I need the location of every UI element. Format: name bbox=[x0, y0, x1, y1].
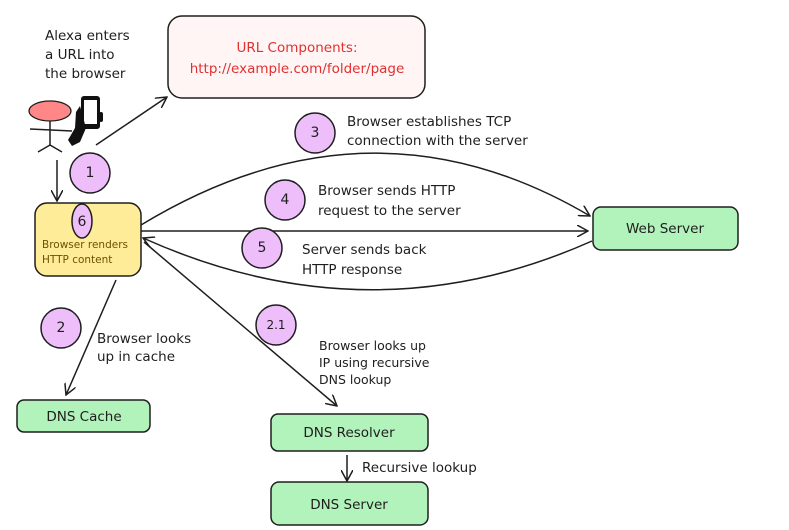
dns-resolver-box: DNS Resolver bbox=[270, 413, 429, 452]
actor-caption-line: a URL into bbox=[45, 47, 115, 63]
step-6-number: 6 bbox=[78, 214, 87, 230]
step-text: up in cache bbox=[97, 349, 175, 365]
recursive-lookup-label: Recursive lookup bbox=[362, 460, 477, 476]
step-text: DNS lookup bbox=[319, 372, 391, 387]
dns-server-box: DNS Server bbox=[270, 481, 429, 526]
step-text: IP using recursive bbox=[319, 355, 430, 370]
step-number: 2.1 bbox=[266, 318, 285, 332]
arrow-step-5 bbox=[143, 238, 593, 291]
web-server-box: Web Server bbox=[592, 206, 739, 251]
step-5: 5 Server sends back HTTP response bbox=[241, 227, 427, 278]
dns-cache-box: DNS Cache bbox=[16, 399, 151, 433]
step-number: 1 bbox=[86, 165, 95, 181]
step-text: Browser sends HTTP bbox=[318, 183, 455, 199]
step-2-1: 2.1 Browser looks up IP using recursive … bbox=[255, 304, 430, 387]
actor-caption-line: the browser bbox=[45, 66, 126, 82]
dns-cache-label: DNS Cache bbox=[46, 409, 121, 425]
step-3: 3 Browser establishes TCP connection wit… bbox=[294, 112, 528, 154]
browser-label-line: Browser renders bbox=[42, 239, 128, 251]
step-text: Browser looks bbox=[97, 331, 191, 347]
arrow-step-2-1 bbox=[143, 241, 337, 406]
url-components-box: URL Components: http://example.com/folde… bbox=[167, 15, 426, 99]
step-number: 3 bbox=[311, 125, 320, 141]
arrow-to-url bbox=[95, 97, 167, 146]
browser-box: 6 Browser renders HTTP content bbox=[34, 202, 142, 277]
step-text: Browser establishes TCP bbox=[347, 114, 511, 130]
step-number: 5 bbox=[258, 240, 267, 256]
step-4: 4 Browser sends HTTP request to the serv… bbox=[264, 179, 461, 221]
browser-label-line: HTTP content bbox=[42, 254, 112, 266]
actor-caption: Alexa enters a URL into the browser bbox=[45, 28, 134, 82]
step-text: HTTP response bbox=[302, 262, 402, 278]
arrow-step-3 bbox=[140, 152, 590, 226]
dns-resolver-label: DNS Resolver bbox=[303, 425, 395, 441]
person-with-phone-icon bbox=[28, 96, 103, 153]
web-server-label: Web Server bbox=[626, 221, 704, 237]
step-text: connection with the server bbox=[347, 133, 528, 149]
step-text: request to the server bbox=[318, 203, 461, 219]
arrow-step-2 bbox=[66, 279, 117, 395]
url-value: http://example.com/folder/page bbox=[190, 61, 405, 77]
url-title: URL Components: bbox=[236, 40, 357, 56]
step-text: Browser looks up bbox=[319, 338, 426, 353]
dns-server-label: DNS Server bbox=[310, 497, 388, 513]
step-text: Server sends back bbox=[302, 242, 427, 258]
step-2: 2 Browser looks up in cache bbox=[40, 307, 191, 365]
step-number: 2 bbox=[57, 320, 66, 336]
step-number: 4 bbox=[281, 192, 290, 208]
actor-caption-line: Alexa enters bbox=[45, 28, 130, 44]
step-1: 1 bbox=[69, 152, 111, 194]
